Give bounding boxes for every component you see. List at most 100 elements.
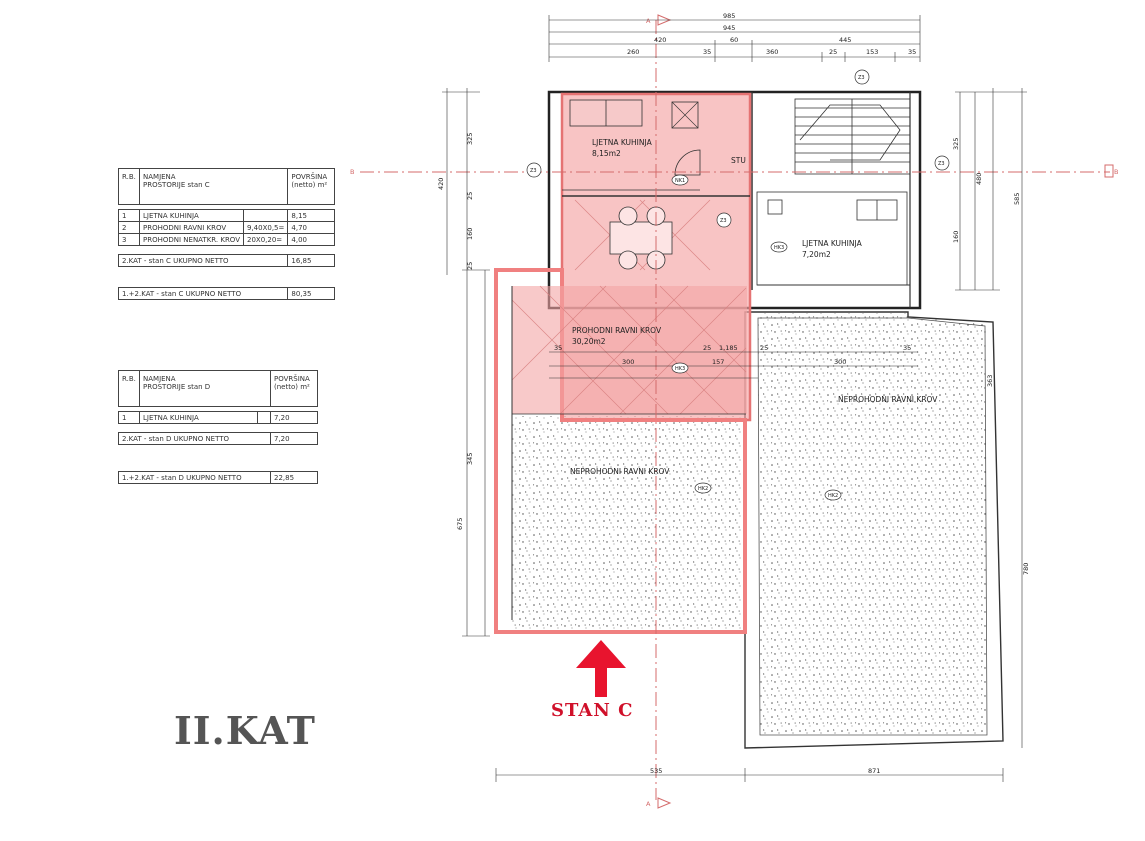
- tag-ellipse: [770, 241, 788, 253]
- dim-left: 420: [437, 178, 445, 190]
- room-kitchen-d-name: LJETNA KUHINJA: [802, 239, 863, 248]
- section-b-right: B: [1114, 168, 1118, 176]
- row-rb: 1: [118, 411, 140, 424]
- tag-label: Z3: [720, 218, 727, 224]
- section-b-left: B: [350, 168, 354, 176]
- dim-mid: 1,185: [719, 344, 738, 352]
- roof-left-gravel: [512, 416, 745, 629]
- tag-ellipse: [671, 174, 689, 186]
- tag-ellipse: [671, 362, 689, 374]
- col-povrsina-header-line2: (netto) m²: [274, 383, 310, 391]
- dim-right: 363: [986, 375, 994, 387]
- total-value: 7,20: [270, 432, 318, 445]
- col-povrsina-header-line1: POVRŠINA: [291, 173, 328, 181]
- dim-bottom-left: 535: [650, 767, 662, 775]
- dim-mid: 25: [760, 344, 768, 352]
- dim-bottom-right: 871: [868, 767, 880, 775]
- tag-label: Z3: [530, 168, 537, 174]
- tag-label: HK3: [675, 366, 685, 372]
- dim-mid: 25: [703, 344, 711, 352]
- dim-right: 160: [952, 231, 960, 243]
- col-povrsina-header-line2: (netto) m²: [291, 181, 328, 189]
- table-row: 1 LJETNA KUHINJA 7,20: [118, 411, 318, 424]
- row-area: 4,00: [287, 233, 336, 246]
- room-kitchen-c-name: LJETNA KUHINJA: [592, 138, 653, 147]
- grand-total-label: 1.+2.KAT - stan D UKUPNO NETTO: [118, 471, 271, 484]
- row-area: 7,20: [270, 411, 318, 424]
- table-row: 3 PROHODNI NENATKR. KROV 20X0,20= 4,00: [118, 233, 336, 246]
- dining-table: [609, 206, 673, 270]
- tag-ellipse: [694, 482, 712, 494]
- dim-top-4: 25: [829, 48, 837, 56]
- grand-total-row: 1.+2.KAT - stan D UKUPNO NETTO 22,85: [118, 471, 318, 484]
- col-povrsina-header-line1: POVRŠINA: [274, 375, 310, 383]
- dim-mid: 300: [834, 358, 846, 366]
- roof-right-gravel: [758, 313, 987, 735]
- row-note: 20X0,20=: [242, 233, 289, 246]
- total-row: 2.KAT - stan D UKUPNO NETTO 7,20: [118, 432, 318, 445]
- row-note: [256, 411, 272, 424]
- dim-mid: 35: [554, 344, 562, 352]
- dim-left: 345: [466, 453, 474, 465]
- dim-top-3b: 60: [730, 36, 738, 44]
- dim-top-3c: 445: [839, 36, 851, 44]
- dim-top-4: 35: [703, 48, 711, 56]
- tag-circle: [526, 162, 542, 178]
- col-namjena-header-line2: PROSTORIJE stan C: [143, 181, 210, 189]
- dim-top-4: 153: [866, 48, 878, 56]
- tag-label: NK1: [675, 178, 685, 184]
- stan-c-label: STAN C: [551, 700, 634, 721]
- dim-right: 325: [952, 138, 960, 150]
- dim-mid: 35: [903, 344, 911, 352]
- room-terrace-area: 30,20m2: [572, 337, 606, 346]
- dim-left: 25: [466, 192, 474, 200]
- dim-mid: 157: [712, 358, 724, 366]
- dim-right: 780: [1022, 563, 1030, 575]
- room-kitchen-c-area: 8,15m2: [592, 149, 621, 158]
- area-table-stan-d: R.B. NAMJENA PROSTORIJE stan D POVRŠINA …: [118, 370, 318, 484]
- dim-top-4: 35: [908, 48, 916, 56]
- room-terrace-name: PROHODNI RAVNI KROV: [572, 326, 662, 335]
- floor-title: II.KAT: [174, 708, 316, 753]
- col-namjena-header-line2: PROSTORIJE stan D: [143, 383, 211, 391]
- room-kitchen-d-area: 7,20m2: [802, 250, 831, 259]
- col-namjena-header: NAMJENA PROSTORIJE stan C: [138, 168, 289, 205]
- col-povrsina-header: POVRŠINA (netto) m²: [270, 370, 318, 407]
- dim-left: 160: [466, 228, 474, 240]
- dim-top-2: 945: [723, 24, 735, 32]
- total-row: 2.KAT - stan C UKUPNO NETTO 16,85: [117, 254, 336, 267]
- dimension-lines-right: [955, 88, 1027, 748]
- roof-right-outline: [744, 311, 1004, 749]
- dimension-lines-mid: [549, 351, 918, 379]
- tag-label: Z3: [858, 75, 865, 81]
- dim-right: 585: [1013, 193, 1021, 205]
- stan-c-arrow-icon: [576, 640, 626, 697]
- dim-top-4: 260: [627, 48, 639, 56]
- dim-left: 325: [466, 133, 474, 145]
- col-namjena-header-line1: NAMJENA: [143, 173, 176, 181]
- dim-top-3a: 420: [654, 36, 666, 44]
- grand-total-label: 1.+2.KAT - stan C UKUPNO NETTO: [117, 287, 289, 300]
- section-a-top: A: [646, 17, 651, 25]
- grand-total-row: 1.+2.KAT - stan C UKUPNO NETTO 80,35: [117, 287, 336, 300]
- tag-label: HK3: [774, 245, 784, 251]
- total-label: 2.KAT - stan C UKUPNO NETTO: [117, 254, 289, 267]
- dimension-lines-bottom: [495, 768, 1004, 782]
- tag-label: Z3: [938, 161, 945, 167]
- dim-top-1: 985: [723, 12, 735, 20]
- dim-top-4: 360: [766, 48, 778, 56]
- dimension-lines-top: [548, 15, 921, 62]
- dimension-lines-left: [442, 88, 490, 637]
- section-a-bottom: A: [646, 800, 651, 808]
- tag-circle: [716, 212, 732, 228]
- tag-label: HK2: [698, 486, 708, 492]
- room-stubiste: STU: [731, 156, 746, 165]
- roof-left-label: NEPROHODNI RAVNI KROV: [570, 467, 670, 476]
- grand-total-value: 22,85: [270, 471, 318, 484]
- tag-label: HK2: [828, 493, 838, 499]
- dim-left: 25: [466, 262, 474, 270]
- col-povrsina-header: POVRŠINA (netto) m²: [287, 168, 336, 205]
- roof-right-label: NEPROHODNI RAVNI KROV: [838, 395, 938, 404]
- tag-circle: [934, 155, 950, 171]
